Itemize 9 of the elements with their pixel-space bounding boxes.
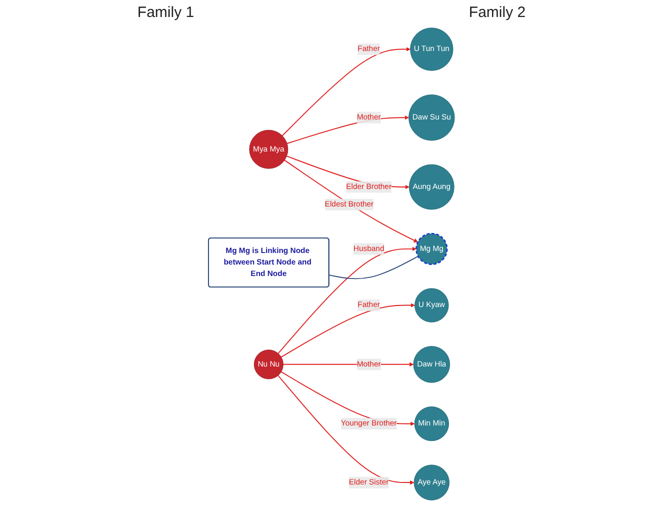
arrow	[280, 303, 415, 358]
arrow	[278, 375, 414, 485]
arrow	[284, 160, 418, 242]
connector	[328, 256, 419, 280]
group-label: Family 1	[137, 4, 194, 20]
arrow	[282, 47, 410, 136]
arrow	[286, 115, 409, 144]
group-label: Family 2	[468, 4, 526, 20]
arrow	[278, 246, 416, 354]
